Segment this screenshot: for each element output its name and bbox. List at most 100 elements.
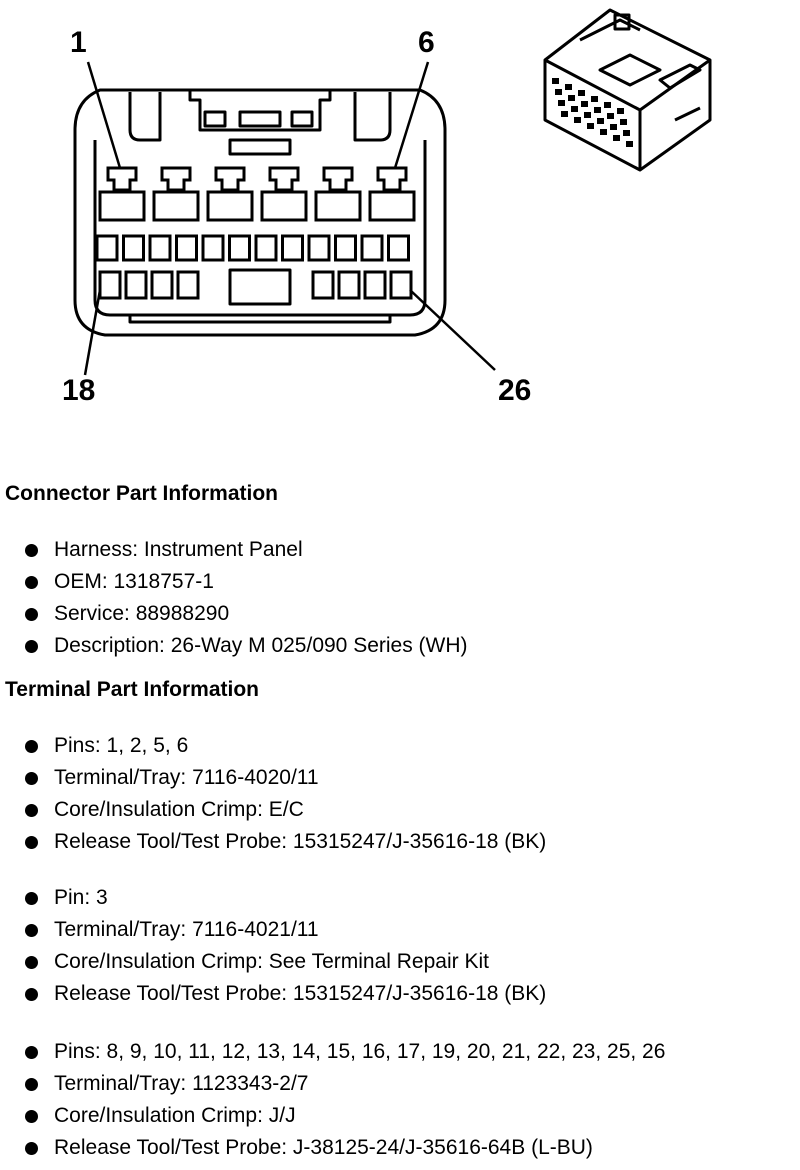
connector-latch [188,90,332,132]
list-item: Service: 88988290 [25,598,468,630]
release-tool-text: Release Tool/Test Probe: 15315247/J-3561… [54,830,547,853]
iso-cavity [610,124,617,130]
iso-cavity [617,108,624,114]
bullet-icon [25,640,38,653]
small-cavity [150,270,174,300]
list-item: Pins: 1, 2, 5, 6 [25,730,546,762]
bullet-icon [25,1142,38,1155]
bullet-icon [25,836,38,849]
iso-cavity [626,141,633,147]
small-cavity [307,234,331,262]
bullet-icon [25,772,38,785]
pin-callout-26: 26 [498,374,531,407]
small-cavity [122,234,145,262]
small-cavity [228,234,251,262]
iso-cavity [594,107,601,113]
iso-cavity [561,111,568,117]
small-cavity [281,234,304,262]
iso-cavity [604,102,611,108]
list-item: Harness: Instrument Panel [25,534,468,566]
bullet-icon [25,544,38,557]
leader-pin-1 [86,61,122,169]
small-cavity [176,270,200,300]
pins-text: Pin: 3 [54,886,108,909]
terminal-part-info-heading: Terminal Part Information [5,678,259,701]
connector-isometric-view [543,8,712,172]
large-cavity [98,166,146,222]
bullet-icon [25,924,38,937]
crimp-text: Core/Insulation Crimp: See Terminal Repa… [54,950,489,973]
connector-face-diagram: 1 6 18 26 [62,8,712,407]
list-item: Core/Insulation Crimp: J/J [25,1100,665,1132]
small-cavity [363,270,387,300]
large-cavity [314,166,362,222]
small-cavity [124,270,148,300]
pin-callout-18: 18 [62,374,95,407]
large-cavity [260,166,308,222]
harness-text: Harness: Instrument Panel [54,538,303,561]
iso-cavity [597,118,604,124]
list-item: Pin: 3 [25,882,546,914]
small-cavity [254,234,278,262]
list-item: Release Tool/Test Probe: J-38125-24/J-35… [25,1132,665,1164]
list-item: Description: 26-Way M 025/090 Series (WH… [25,630,468,662]
small-cavity [98,270,122,300]
bullet-icon [25,1078,38,1091]
iso-cavity [581,101,588,107]
iso-cavity [584,112,591,118]
list-item: Terminal/Tray: 7116-4020/11 [25,762,546,794]
large-cavity [368,166,416,222]
iso-cavity [578,90,585,96]
bullet-icon [25,1046,38,1059]
iso-cavity [571,106,578,112]
terminal-group-2: Pin: 3 Terminal/Tray: 7116-4021/11 Core/… [25,882,546,1010]
connector-housing-outline [73,88,447,337]
bullet-icon [25,576,38,589]
oem-text: OEM: 1318757-1 [54,570,214,593]
iso-cavity [587,123,594,129]
iso-cavity [591,96,598,102]
iso-cavity [620,119,627,125]
large-cavity [206,166,254,222]
release-tool-text: Release Tool/Test Probe: J-38125-24/J-35… [54,1136,593,1159]
iso-cavity [574,117,581,123]
bullet-icon [25,740,38,753]
bullet-icon [25,1110,38,1123]
iso-cavity [613,135,620,141]
bullet-icon [25,956,38,969]
iso-cavity [565,84,572,90]
list-item: OEM: 1318757-1 [25,566,468,598]
list-item: Core/Insulation Crimp: See Terminal Repa… [25,946,546,978]
leader-pin-18 [83,289,102,376]
pin-callout-6: 6 [418,26,435,59]
connector-part-info-list: Harness: Instrument Panel OEM: 1318757-1… [25,534,468,662]
list-item: Release Tool/Test Probe: 15315247/J-3561… [25,978,546,1010]
list-item: Release Tool/Test Probe: 15315247/J-3561… [25,826,546,858]
pins-text: Pins: 1, 2, 5, 6 [54,734,189,757]
release-tool-text: Release Tool/Test Probe: 15315247/J-3561… [54,982,547,1005]
service-text: Service: 88988290 [54,602,230,625]
connector-part-info-heading: Connector Part Information [5,482,279,505]
list-item: Core/Insulation Crimp: E/C [25,794,546,826]
leader-pin-26 [409,289,496,371]
iso-cavity [552,78,559,84]
small-cavity [389,270,413,300]
small-cavity [95,234,119,262]
iso-cavity [558,100,565,106]
small-cavity [175,234,198,262]
bullet-icon [25,608,38,621]
small-cavity [387,234,410,262]
crimp-text: Core/Insulation Crimp: E/C [54,798,304,821]
pins-text: Pins: 8, 9, 10, 11, 12, 13, 14, 15, 16, … [54,1040,666,1063]
iso-cavity [600,129,607,135]
iso-cavity [555,89,562,95]
iso-cavity [623,130,630,136]
large-cavity [152,166,200,222]
iso-cavity [607,113,614,119]
small-cavity [311,270,335,300]
terminal-tray-text: Terminal/Tray: 1123343-2/7 [54,1072,309,1095]
small-cavity [360,234,384,262]
iso-cavity [568,95,575,101]
terminal-tray-text: Terminal/Tray: 7116-4021/11 [54,918,319,941]
description-text: Description: 26-Way M 025/090 Series (WH… [54,634,468,657]
